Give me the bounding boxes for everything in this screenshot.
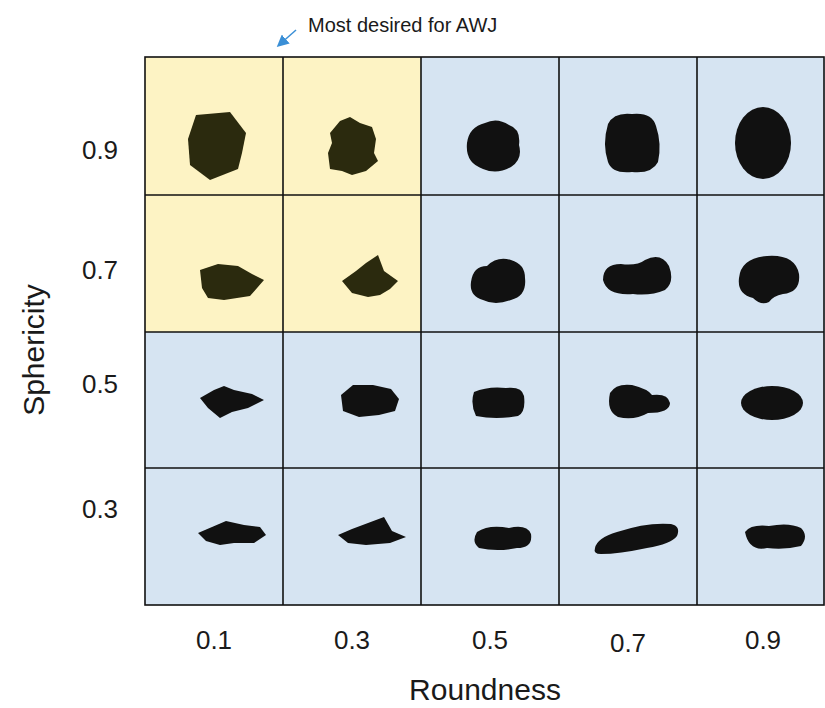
tick-label: 0.9 <box>745 627 781 653</box>
tick-label: 0.7 <box>610 630 646 656</box>
tick-label: 0.9 <box>82 137 118 163</box>
tick-label: 0.1 <box>196 627 232 653</box>
tick-label: 0.5 <box>472 627 508 653</box>
grid-lines <box>145 57 824 605</box>
tick-label: 0.5 <box>82 371 118 397</box>
tick-label: 0.3 <box>82 496 118 522</box>
tick-label: 0.7 <box>82 257 118 283</box>
leader-arrow <box>279 30 296 45</box>
blue-region <box>145 57 825 605</box>
axis-title: Sphericity <box>19 284 49 416</box>
axis-title: Roundness <box>409 675 561 705</box>
callout-label: Most desired for AWJ <box>308 15 497 35</box>
tick-label: 0.3 <box>334 627 370 653</box>
particle-shapes <box>188 107 805 554</box>
